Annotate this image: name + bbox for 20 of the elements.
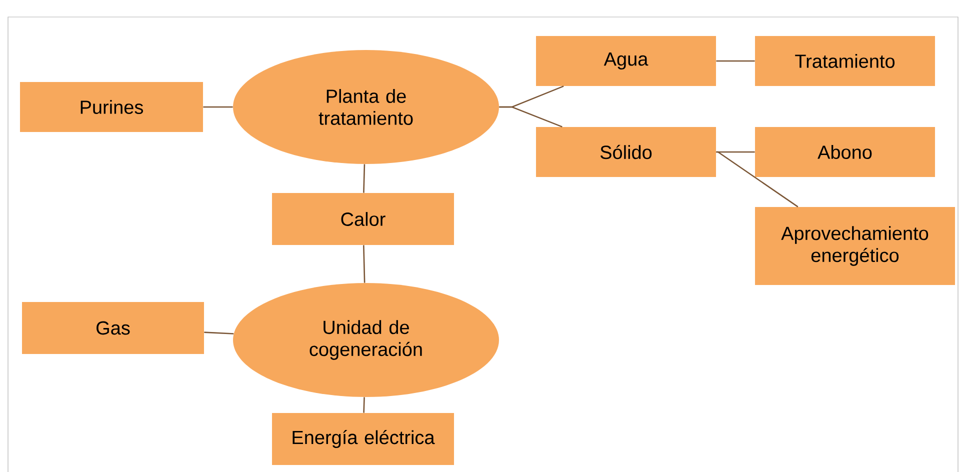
process-box: Tratamiento	[755, 36, 935, 86]
ellipse-node: Unidad de cogeneración	[233, 283, 499, 397]
process-box: Agua	[536, 36, 716, 86]
process-box: Purines	[20, 82, 203, 132]
connector-line	[716, 60, 755, 62]
process-box: Calor	[272, 193, 454, 245]
connector-line	[204, 332, 234, 334]
connector-line	[363, 245, 366, 283]
connector-line	[716, 151, 798, 208]
process-box: Sólido	[536, 127, 716, 177]
connector-line	[499, 106, 562, 128]
connector-line	[203, 106, 233, 108]
connector-line	[363, 397, 365, 413]
process-box: Energía eléctrica	[272, 413, 454, 465]
process-box: Gas	[22, 302, 204, 354]
connector-line	[716, 151, 755, 153]
ellipse-node: Planta de tratamiento	[233, 50, 499, 164]
connector-line	[363, 164, 366, 193]
process-box: Aprovechamiento energético	[755, 207, 955, 285]
process-box: Abono	[755, 127, 935, 177]
